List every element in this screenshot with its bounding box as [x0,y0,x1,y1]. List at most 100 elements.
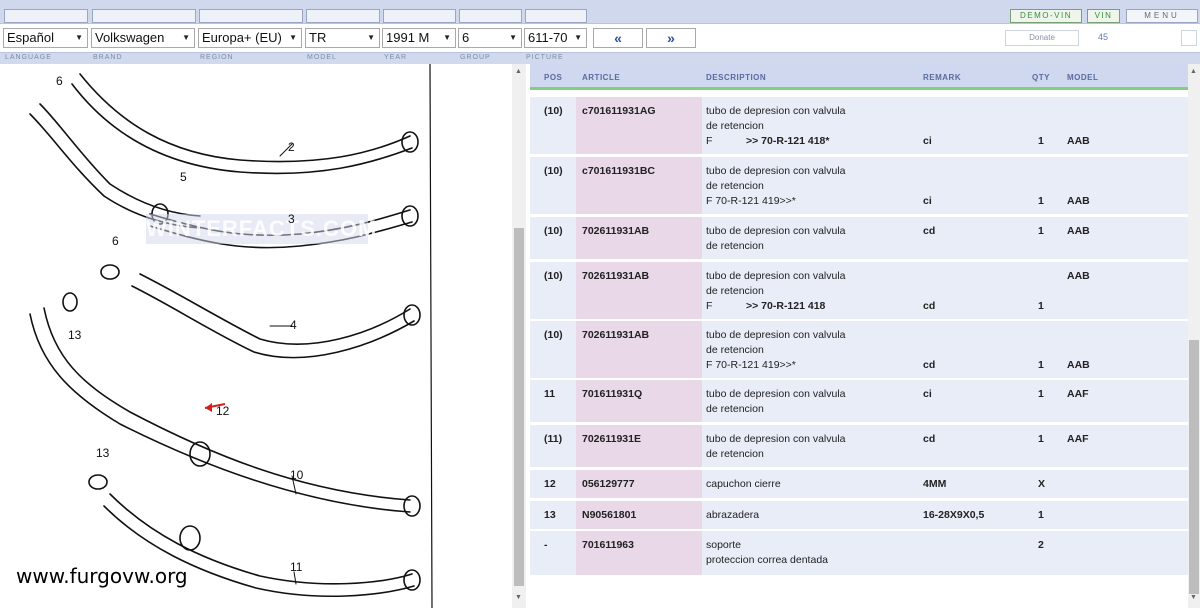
language-label: LANGUAGE [5,54,52,61]
hose-2-outline-top [79,73,411,163]
article-cell[interactable]: 701611963 [582,539,634,551]
header-model[interactable]: MODEL [1067,73,1099,82]
article-cell[interactable]: c701611931BC [582,165,655,177]
callout-2[interactable]: 2 [288,140,295,154]
year-label: YEAR [384,54,408,61]
year-value: 1991 M [386,30,430,45]
description-line-1: abrazadera [706,509,760,521]
donate-button[interactable]: Donate [1005,30,1079,46]
menu-button[interactable]: MENU [1126,9,1198,23]
article-cell[interactable]: c701611931AG [582,105,656,117]
dropdown-arrow-icon: ▼ [443,33,451,42]
callout-13[interactable]: 13 [68,328,82,342]
qty-cell: 1 [1038,225,1044,237]
pos-cell: (10) [544,165,563,177]
top-tab-model[interactable] [306,9,380,23]
callout-6b[interactable]: 6 [112,234,119,248]
description-line-2: de retencion [706,180,764,192]
brand-select[interactable]: Volkswagen▼ [91,28,195,48]
picture-select[interactable]: 611-70▼ [524,28,587,48]
top-tab-year[interactable] [383,9,456,23]
description-line-1: soporte [706,539,742,551]
right-box[interactable] [1181,30,1197,46]
article-cell-bg [576,262,702,319]
description-line-1: tubo de depresion con valvula [706,270,846,282]
vin-button[interactable]: VIN [1087,9,1120,23]
qty-cell: 1 [1038,300,1044,312]
table-row[interactable]: (10) 702611931AB tubo de depresion con val… [530,262,1188,320]
parts-diagram[interactable]: WINTERFACTS.COM 6 2 5 3 6 4 13 12 13 10 … [0,64,512,608]
description-line-2: de retencion [706,403,764,415]
model-cell: AAB [1067,195,1090,207]
pos-cell: (10) [544,105,563,117]
description-line-3: F 70-R-121 419>>* [706,195,796,207]
group-select[interactable]: 6▼ [458,28,522,48]
header-qty[interactable]: QTY [1032,73,1050,82]
pos-cell: (10) [544,270,563,282]
model-label: MODEL [307,54,337,61]
demo-vin-button[interactable]: DEMO-VIN [1010,9,1082,23]
top-tab-group[interactable] [459,9,522,23]
model-cell: AAF [1067,433,1089,445]
callout-10[interactable]: 10 [290,468,304,482]
region-select[interactable]: Europa+ (EU)▼ [198,28,302,48]
scroll-up-icon[interactable]: ▲ [515,68,522,75]
diagram-scrollbar-thumb[interactable] [514,228,524,586]
callout-13b[interactable]: 13 [96,446,110,460]
dropdown-arrow-icon: ▼ [75,33,83,42]
article-cell[interactable]: 701611931Q [582,388,643,400]
callout-6[interactable]: 6 [56,74,63,88]
description-line-1: capuchon cierre [706,478,781,490]
year-select[interactable]: 1991 M ▼ [382,28,456,48]
article-cell[interactable]: 056129777 [582,478,635,490]
pos-cell: (10) [544,329,563,341]
pos-cell: 13 [544,509,556,521]
description-line-1: tubo de depresion con valvula [706,105,846,117]
table-row[interactable]: (10) c701611931AG tubo de depresion con va… [530,97,1188,155]
model-select[interactable]: TR▼ [305,28,380,48]
table-header: POS ARTICLE DESCRIPTION REMARK QTY MODEL [530,64,1188,90]
remark-cell: cd [923,433,936,445]
language-select[interactable]: Español▼ [3,28,88,48]
description-line-1: tubo de depresion con valvula [706,388,846,400]
article-cell[interactable]: 702611931AB [582,329,650,341]
top-tab-language[interactable] [4,9,88,23]
top-tab-brand[interactable] [92,9,196,23]
table-scrollbar[interactable]: ▲ ▼ [1188,64,1200,608]
pos-cell: (10) [544,225,563,237]
article-cell[interactable]: N90561801 [582,509,637,521]
article-cell[interactable]: 702611931AB [582,270,650,282]
description-line-2: proteccion correa dentada [706,554,828,566]
header-article[interactable]: ARTICLE [582,73,621,82]
callout-4[interactable]: 4 [290,318,297,332]
article-cell[interactable]: 702611931E [582,433,641,445]
diagram-overlay-watermark: WINTERFACTS.COM [146,214,376,244]
header-remark[interactable]: REMARK [923,73,962,82]
top-tab-picture[interactable] [525,9,587,23]
scroll-up-icon[interactable]: ▲ [1190,68,1197,75]
callout-12[interactable]: 12 [216,404,230,418]
prev-picture-button[interactable]: « [593,28,643,48]
scroll-down-icon[interactable]: ▼ [515,594,522,601]
header-pos[interactable]: POS [544,73,563,82]
table-scrollbar-thumb[interactable] [1189,340,1199,594]
header-description[interactable]: DESCRIPTION [706,73,767,82]
next-picture-button[interactable]: » [646,28,696,48]
top-tab-region[interactable] [199,9,303,23]
article-cell[interactable]: 702611931AB [582,225,650,237]
description-line-3: F [706,135,713,147]
callout-11[interactable]: 11 [290,560,303,574]
diagram-scrollbar[interactable]: ▲ ▼ [512,64,526,608]
scroll-down-icon[interactable]: ▼ [1190,594,1197,601]
dropdown-arrow-icon: ▼ [509,33,517,42]
callout-5[interactable]: 5 [180,170,187,184]
callout-3[interactable]: 3 [288,212,295,226]
